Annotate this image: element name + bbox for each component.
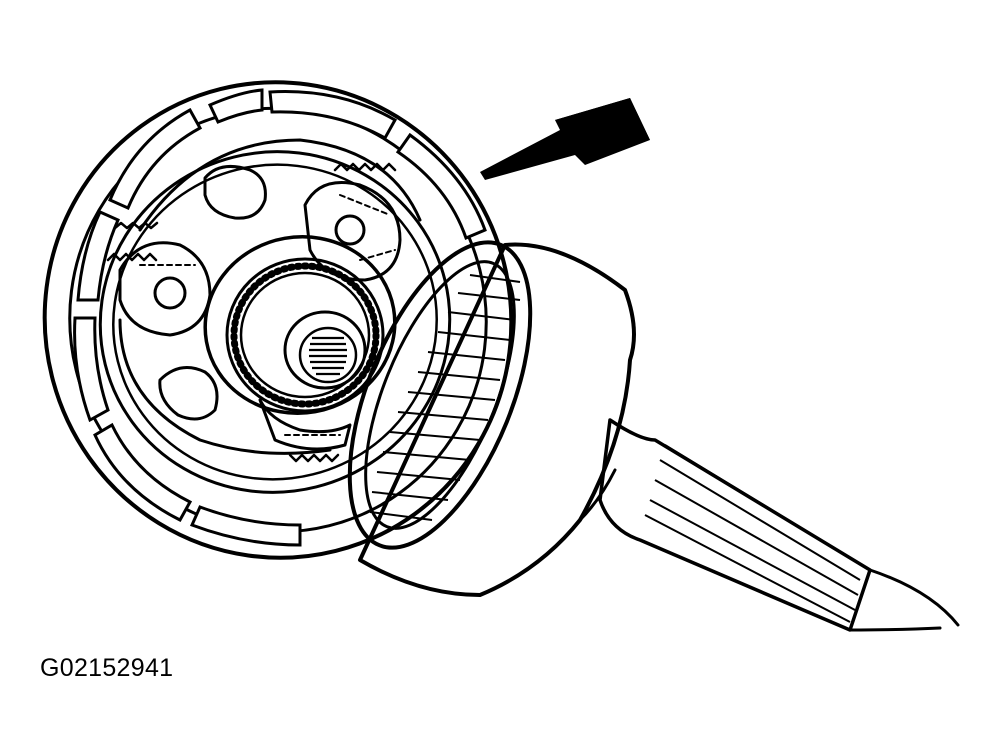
output-shaft <box>598 418 960 632</box>
planet-gear <box>303 162 402 282</box>
sun-gear-hub <box>203 235 397 415</box>
figure-id-label: G02152941 <box>40 654 174 682</box>
pointer-arrow <box>480 98 650 180</box>
carrier-window-slot <box>73 88 487 547</box>
ring-gear-drum <box>347 240 636 597</box>
planet-gear <box>258 398 352 463</box>
planet-gear <box>106 221 212 337</box>
carrier-plate <box>118 138 422 455</box>
